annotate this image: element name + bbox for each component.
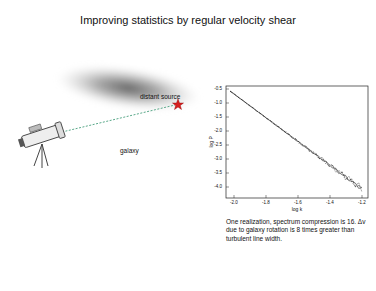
tick-label: -1.8 — [262, 200, 270, 205]
axis-label: log P — [209, 136, 215, 147]
tick-label: -1.4 — [326, 200, 334, 205]
tick — [226, 117, 229, 118]
tick — [226, 173, 229, 174]
sight-line — [62, 105, 175, 132]
galaxy-blur — [54, 58, 202, 118]
spectrum-plot — [226, 86, 368, 198]
tick — [298, 195, 299, 198]
tick — [226, 103, 229, 104]
tick — [226, 159, 229, 160]
slide-title: Improving statistics by regular velocity… — [0, 14, 376, 27]
tick — [234, 195, 235, 198]
telescope — [15, 118, 65, 168]
tick-label: -3.5 — [214, 170, 222, 175]
tick — [330, 195, 331, 198]
tick — [226, 131, 229, 132]
tick — [226, 89, 229, 90]
tick-label: -0.5 — [214, 86, 222, 91]
tick-label: -3.0 — [214, 156, 222, 161]
axis-label: log k — [292, 207, 303, 213]
spectrum-curve — [230, 91, 362, 192]
tick-label: -1.0 — [214, 100, 222, 105]
tick-label: -2.0 — [214, 128, 222, 133]
tick — [266, 195, 267, 198]
tick — [226, 187, 229, 188]
tick — [226, 145, 229, 146]
tick-label: -4.0 — [214, 184, 222, 189]
caption: One realization, spectrum compression is… — [226, 218, 371, 243]
star-symbol — [173, 99, 184, 110]
tick-label: -2.0 — [230, 200, 238, 205]
tick-label: -1.2 — [358, 200, 366, 205]
tick — [362, 195, 363, 198]
tick-label: -1.6 — [294, 200, 302, 205]
plot-frame — [226, 86, 368, 198]
galaxy-label: galaxy — [120, 147, 139, 154]
tick-label: -2.5 — [214, 142, 222, 147]
tick-label: -1.5 — [214, 114, 222, 119]
source-label: distant source — [140, 93, 180, 100]
spectrum-curve — [230, 91, 362, 187]
